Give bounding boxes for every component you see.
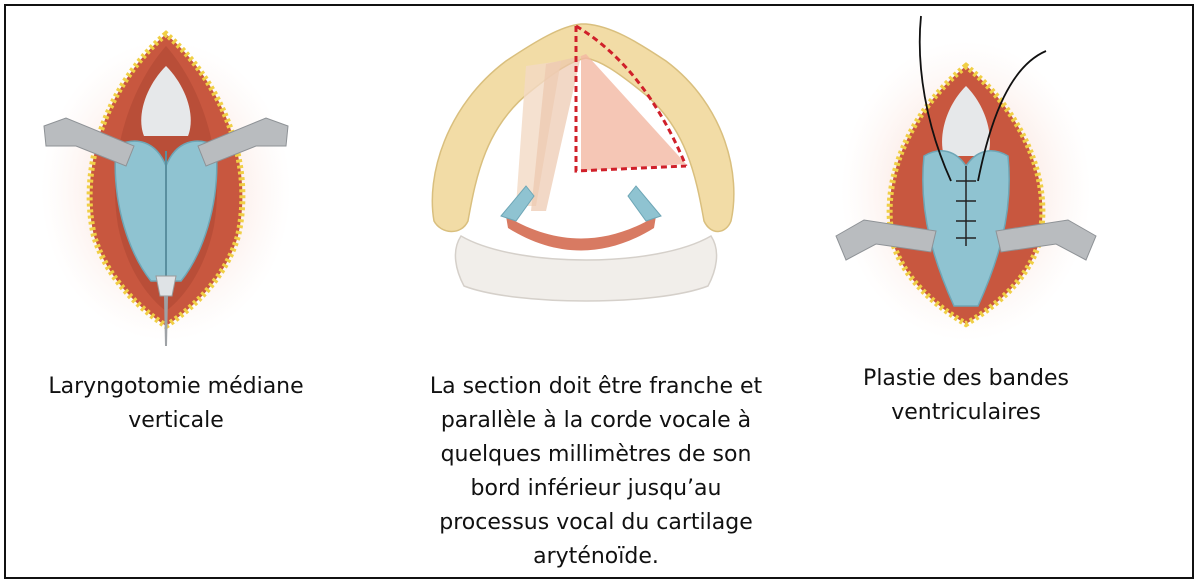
caption-laryngotomy: Laryngotomie médiane verticale	[26, 370, 326, 438]
figure-frame: Laryngotomie médiane verticale Laryngoto…	[4, 4, 1194, 579]
plasty-illustration	[806, 6, 1192, 346]
section-illustration	[386, 6, 806, 366]
caption-section-text: La section doit être franche et parallèl…	[406, 370, 786, 574]
panel-laryngotomy: Laryngotomie médiane verticale	[6, 6, 386, 581]
panel-section: Laryngotomie médiane verticale La sectio…	[386, 6, 806, 581]
caption-plasty: Plastie des bandes ventriculaires	[816, 362, 1116, 430]
laryngotomy-illustration	[6, 6, 386, 346]
panel-plasty: Plastie des bandes ventriculaires	[806, 6, 1192, 581]
